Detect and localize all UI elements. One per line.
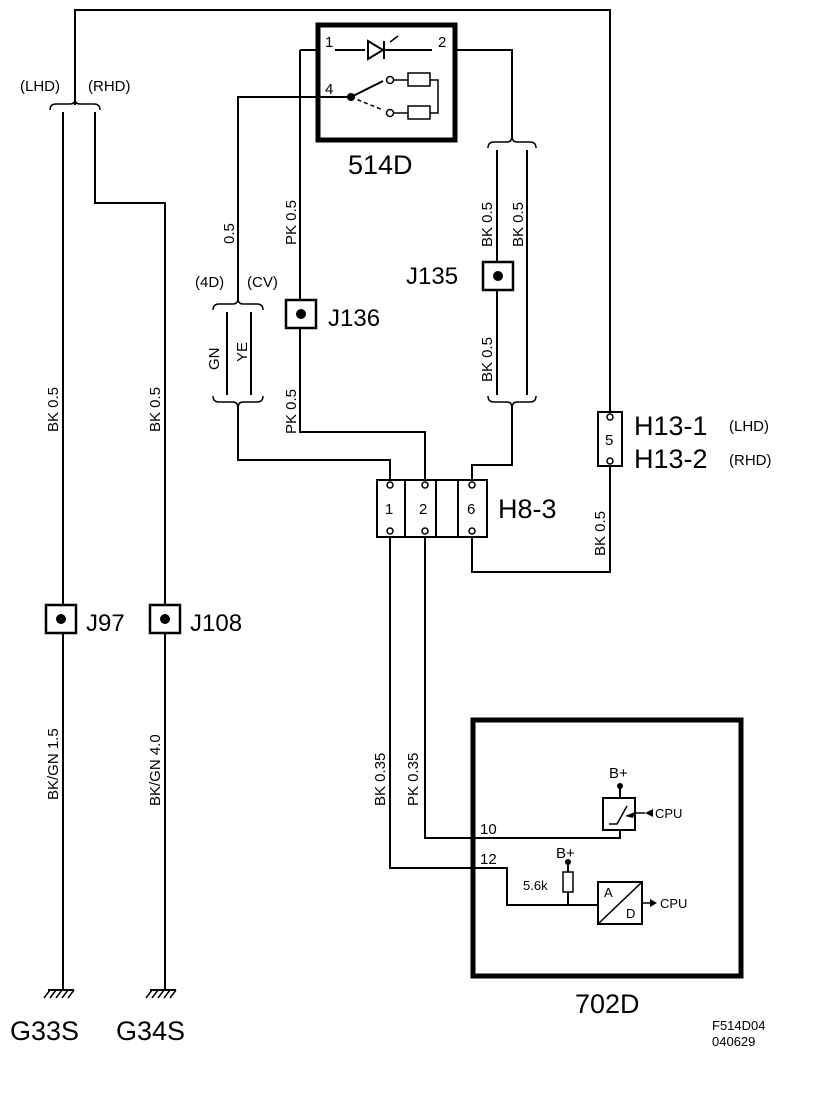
footer-code: F514D04 bbox=[712, 1018, 765, 1033]
wire-label-gn: GN bbox=[206, 348, 223, 371]
h8-pin-2: 2 bbox=[419, 501, 427, 518]
module-label: 702D bbox=[575, 989, 640, 1019]
h13-1-variant: (LHD) bbox=[729, 418, 769, 435]
brace-bk-top bbox=[487, 135, 537, 149]
h8-pin-6: 6 bbox=[467, 501, 475, 518]
connector-h13-2-label: H13-2 bbox=[634, 444, 708, 474]
module-pin-12: 12 bbox=[480, 851, 497, 868]
wire-pin4 bbox=[237, 96, 350, 300]
splice-j135 bbox=[481, 260, 515, 292]
wire-label-bk-rhd: BK 0.5 bbox=[147, 387, 164, 432]
switch-pin-2: 2 bbox=[438, 34, 446, 51]
ground-g34s-icon bbox=[145, 989, 177, 999]
brace-4d-cv-top bbox=[212, 297, 264, 311]
h13-2-variant: (RHD) bbox=[729, 452, 772, 469]
brace-lhd-rhd bbox=[49, 98, 101, 111]
tag-4d: (4D) bbox=[195, 274, 224, 291]
wire-bk-lower bbox=[471, 405, 513, 480]
adc-icon bbox=[597, 881, 657, 925]
wire-label-bkgn-40: BK/GN 4.0 bbox=[147, 734, 164, 806]
resistor-icon bbox=[562, 859, 574, 905]
wire-top-loop bbox=[74, 9, 611, 412]
wire-pk-down bbox=[299, 50, 426, 480]
splice-j97-label: J97 bbox=[86, 610, 125, 637]
splice-j135-label: J135 bbox=[406, 263, 458, 290]
wire-h13-h8 bbox=[471, 466, 611, 573]
output-driver-icon bbox=[602, 783, 653, 831]
wire-label-bkgn-15: BK/GN 1.5 bbox=[45, 728, 62, 800]
switch-pin-4: 4 bbox=[325, 81, 333, 98]
wire-label-bk-bundle-3: BK 0.5 bbox=[479, 337, 496, 382]
footer-date: 040629 bbox=[712, 1034, 755, 1049]
module-pin-10: 10 bbox=[480, 821, 497, 838]
resistor-label: 5.6k bbox=[523, 878, 548, 893]
adc-d-label: D bbox=[626, 906, 635, 921]
cpu-label-1: CPU bbox=[655, 806, 682, 821]
tag-rhd: (RHD) bbox=[88, 78, 131, 95]
bplus-label-1: B+ bbox=[609, 765, 628, 782]
module-702d-box bbox=[470, 717, 744, 979]
splice-j136 bbox=[284, 298, 318, 330]
splice-j97 bbox=[44, 603, 78, 635]
led-icon bbox=[335, 35, 432, 61]
adc-a-label: A bbox=[604, 885, 613, 900]
switch-contacts-icon bbox=[347, 72, 439, 120]
wire-label-pk-035: PK 0.35 bbox=[405, 753, 422, 806]
wire-label-pk-upper: PK 0.5 bbox=[283, 200, 300, 245]
wire-pk035 bbox=[424, 537, 621, 839]
wire-rhd-ground bbox=[94, 112, 166, 990]
h8-pin-1: 1 bbox=[385, 501, 393, 518]
ground-g33s-icon bbox=[43, 989, 75, 999]
connector-h13 bbox=[597, 411, 623, 467]
wire-label-ye: YE bbox=[234, 342, 251, 362]
wire-label-bk-lhd: BK 0.5 bbox=[45, 387, 62, 432]
switch-514d-box bbox=[315, 22, 458, 143]
ground-g34s-label: G34S bbox=[116, 1016, 185, 1046]
h13-pin-5: 5 bbox=[605, 432, 613, 449]
cpu-label-2: CPU bbox=[660, 896, 687, 911]
wire-label-bk-bundle-2: BK 0.5 bbox=[510, 202, 527, 247]
wire-label-pk-lower: PK 0.5 bbox=[283, 389, 300, 434]
brace-4d-cv-bottom bbox=[212, 395, 264, 409]
splice-j108-label: J108 bbox=[190, 610, 242, 637]
wire-label-bk-h13: BK 0.5 bbox=[592, 511, 609, 556]
wire-bk035 bbox=[389, 537, 598, 906]
tag-lhd: (LHD) bbox=[20, 78, 60, 95]
brace-bk-bottom bbox=[487, 395, 537, 409]
wire-label-bk-035: BK 0.35 bbox=[372, 753, 389, 806]
splice-j136-label: J136 bbox=[328, 305, 380, 332]
switch-pin-1: 1 bbox=[325, 34, 333, 51]
bplus-label-2: B+ bbox=[556, 845, 575, 862]
connector-h8-3-label: H8-3 bbox=[498, 494, 557, 524]
wire-label-size-05: 0.5 bbox=[221, 223, 238, 244]
wire-gn-ye-lower bbox=[237, 405, 391, 480]
tag-cv: (CV) bbox=[247, 274, 278, 291]
wire-label-bk-bundle-1: BK 0.5 bbox=[479, 202, 496, 247]
splice-j108 bbox=[148, 603, 182, 635]
wire-bk-top bbox=[455, 49, 513, 138]
switch-label: 514D bbox=[348, 150, 413, 180]
connector-h8-3 bbox=[376, 479, 488, 538]
connector-h13-1-label: H13-1 bbox=[634, 411, 708, 441]
ground-g33s-label: G33S bbox=[10, 1016, 79, 1046]
